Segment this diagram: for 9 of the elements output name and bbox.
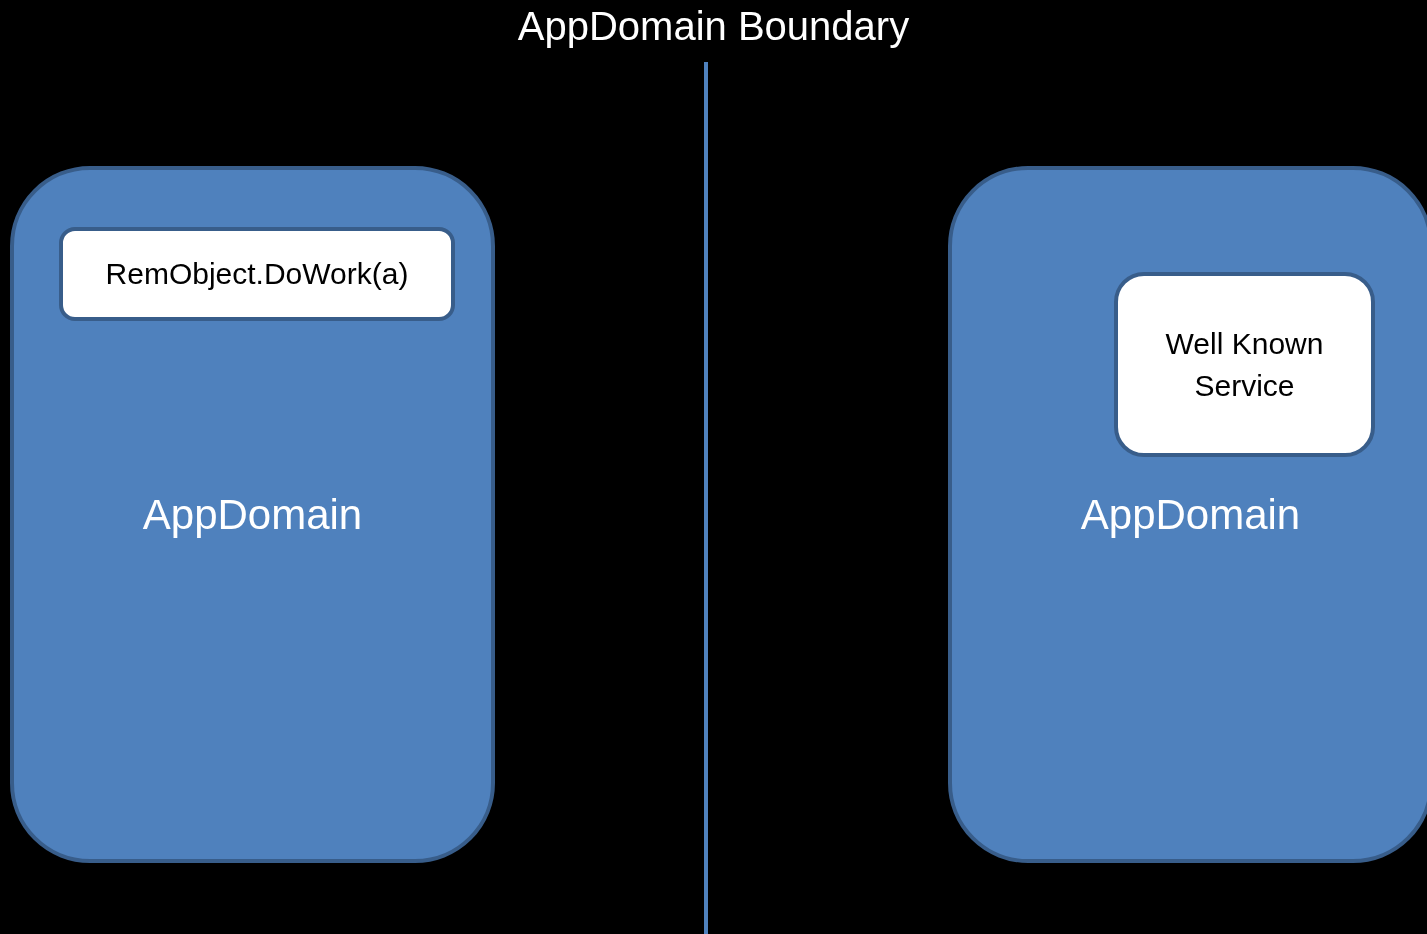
node-label: Well Known Service xyxy=(1164,325,1325,404)
domain-box xyxy=(948,166,1427,863)
diagram-title: AppDomain Boundary xyxy=(516,3,911,50)
domain-box xyxy=(10,166,495,863)
service-box xyxy=(59,227,455,321)
domain-label: AppDomain xyxy=(142,490,363,539)
service-box xyxy=(1114,272,1375,457)
node-label: RemObject.DoWork(a) xyxy=(105,256,409,292)
domain-label: AppDomain xyxy=(1080,490,1301,539)
